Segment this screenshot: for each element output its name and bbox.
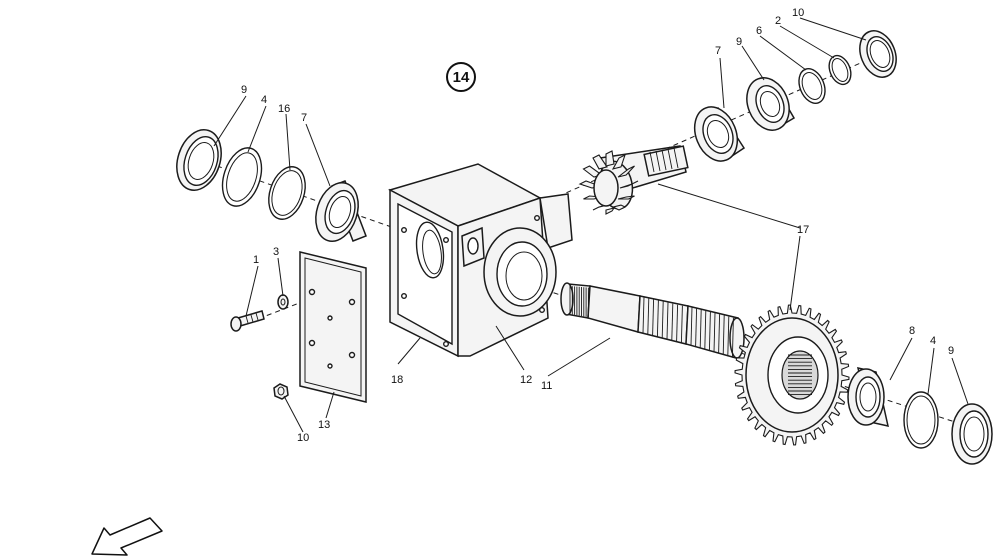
callout-labels: 9 4 16 7 1 3 10 13 18 12 11 7 9 6 2 10 1… [241,7,954,444]
crown-gear [734,304,850,446]
callout-label: 3 [273,246,279,258]
shim-ring-left [268,166,306,220]
callout-label: 1 [253,254,259,266]
callout-label: 4 [930,335,936,347]
gearbox-housing [388,163,573,358]
callout-label: 10 [792,7,804,19]
bolt [230,310,265,332]
callout-label: 18 [391,374,403,386]
bearing-lower [847,367,889,427]
cover-plate [299,251,367,403]
callout-label: 13 [318,419,330,431]
circlip-upper [828,54,852,86]
bevel-pinion-gear [578,150,639,215]
callout-label: 12 [520,374,532,386]
callout-label: 11 [541,380,552,392]
group-number: 14 [453,69,470,86]
group-number-badge: 14 [446,62,476,92]
callout-label: 7 [301,112,307,124]
bearing-left [315,180,367,242]
washer [277,294,289,310]
callout-label: 2 [775,15,781,27]
oil-seal-left [176,129,222,191]
callout-label: 9 [948,345,954,357]
callout-label: 6 [756,25,762,37]
spacer-ring-upper [798,68,826,104]
bearing-upper-large [693,106,746,162]
circlip-lower [903,391,939,449]
callout-label: 4 [261,94,267,106]
bearing-upper-small [746,77,796,131]
output-shaft [560,282,745,359]
leader-lines [213,17,969,433]
callout-label: 17 [797,224,809,236]
callout-label: 10 [297,432,309,444]
callout-label: 9 [241,84,247,96]
nut [273,383,289,400]
oil-seal-upper [859,30,897,78]
callout-label: 8 [909,325,915,337]
callout-label: 16 [278,103,290,115]
oil-seal-lower [951,403,993,465]
callout-label: 9 [736,36,742,48]
circlip-left [221,147,263,207]
callout-label: 7 [715,45,721,57]
arrow-down-left-icon [91,517,163,556]
